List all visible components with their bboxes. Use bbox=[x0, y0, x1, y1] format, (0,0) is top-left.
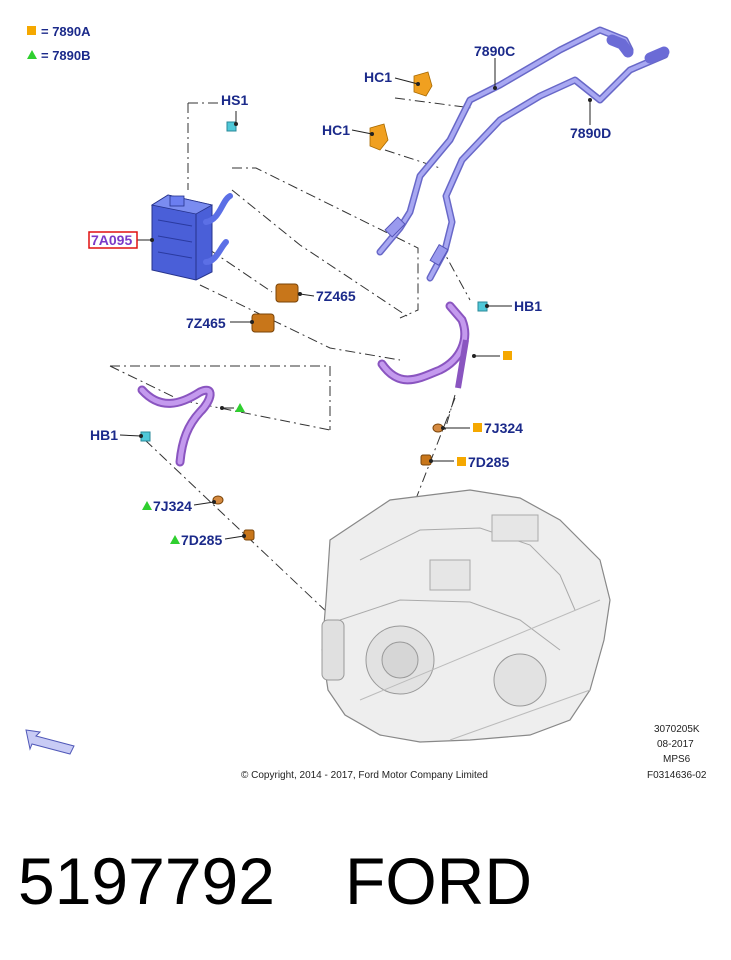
info-model: MPS6 bbox=[663, 754, 691, 765]
info-date: 08-2017 bbox=[657, 739, 694, 750]
label-hc1-top[interactable]: HC1 bbox=[364, 69, 392, 85]
label-7a095-highlight bbox=[88, 231, 138, 249]
legend-triangle-icon bbox=[27, 50, 37, 59]
assembly-centerlines bbox=[109, 97, 473, 621]
legend-square-label: = 7890A bbox=[41, 24, 91, 39]
part-labels: HS1 HC1 HC1 7890C 7890D 7A095 7Z465 7Z46… bbox=[88, 43, 611, 548]
quick-connectors bbox=[251, 283, 299, 333]
part-number: 5197792 bbox=[18, 844, 275, 918]
transmission-housing bbox=[321, 489, 611, 743]
info-figure: F0314636-02 bbox=[647, 770, 707, 781]
front-direction-arrow-icon bbox=[25, 729, 75, 755]
legend: = 7890A = 7890B bbox=[27, 24, 91, 63]
label-7z465-upper[interactable]: 7Z465 bbox=[316, 288, 356, 304]
label-7j324-left[interactable]: 7J324 bbox=[153, 498, 192, 514]
square-marker bbox=[457, 457, 466, 466]
label-7890d[interactable]: 7890D bbox=[570, 125, 611, 141]
label-7d285-left[interactable]: 7D285 bbox=[181, 532, 222, 548]
label-7j324-right[interactable]: 7J324 bbox=[484, 420, 523, 436]
illustration-info: 3070205K 08-2017 MPS6 F0314636-02 © Copy… bbox=[241, 724, 707, 781]
label-hs1[interactable]: HS1 bbox=[221, 92, 248, 108]
label-7a095[interactable]: 7A095 bbox=[91, 232, 132, 248]
info-code: 3070205K bbox=[654, 724, 700, 735]
group-markers bbox=[142, 351, 512, 544]
square-marker bbox=[473, 423, 482, 432]
copyright-notice: © Copyright, 2014 - 2017, Ford Motor Com… bbox=[241, 770, 488, 781]
transmission-hoses bbox=[137, 301, 470, 467]
label-hb1-right[interactable]: HB1 bbox=[514, 298, 542, 314]
triangle-marker bbox=[142, 501, 152, 510]
triangle-marker bbox=[235, 403, 245, 412]
label-7d285-right[interactable]: 7D285 bbox=[468, 454, 509, 470]
footer: 5197792 FORD bbox=[18, 844, 532, 918]
triangle-marker bbox=[170, 535, 180, 544]
oil-cooler bbox=[150, 193, 233, 281]
brand-name: FORD bbox=[345, 844, 532, 918]
cooler-tubes bbox=[376, 26, 670, 282]
label-hc1-bottom[interactable]: HC1 bbox=[322, 122, 350, 138]
leader-lines bbox=[119, 58, 592, 540]
hose-clips bbox=[369, 71, 433, 151]
label-hb1-left[interactable]: HB1 bbox=[90, 427, 118, 443]
legend-square-icon bbox=[27, 26, 36, 35]
label-7890c[interactable]: 7890C bbox=[474, 43, 515, 59]
legend-triangle-label: = 7890B bbox=[41, 48, 91, 63]
label-7z465-lower[interactable]: 7Z465 bbox=[186, 315, 226, 331]
square-marker bbox=[503, 351, 512, 360]
